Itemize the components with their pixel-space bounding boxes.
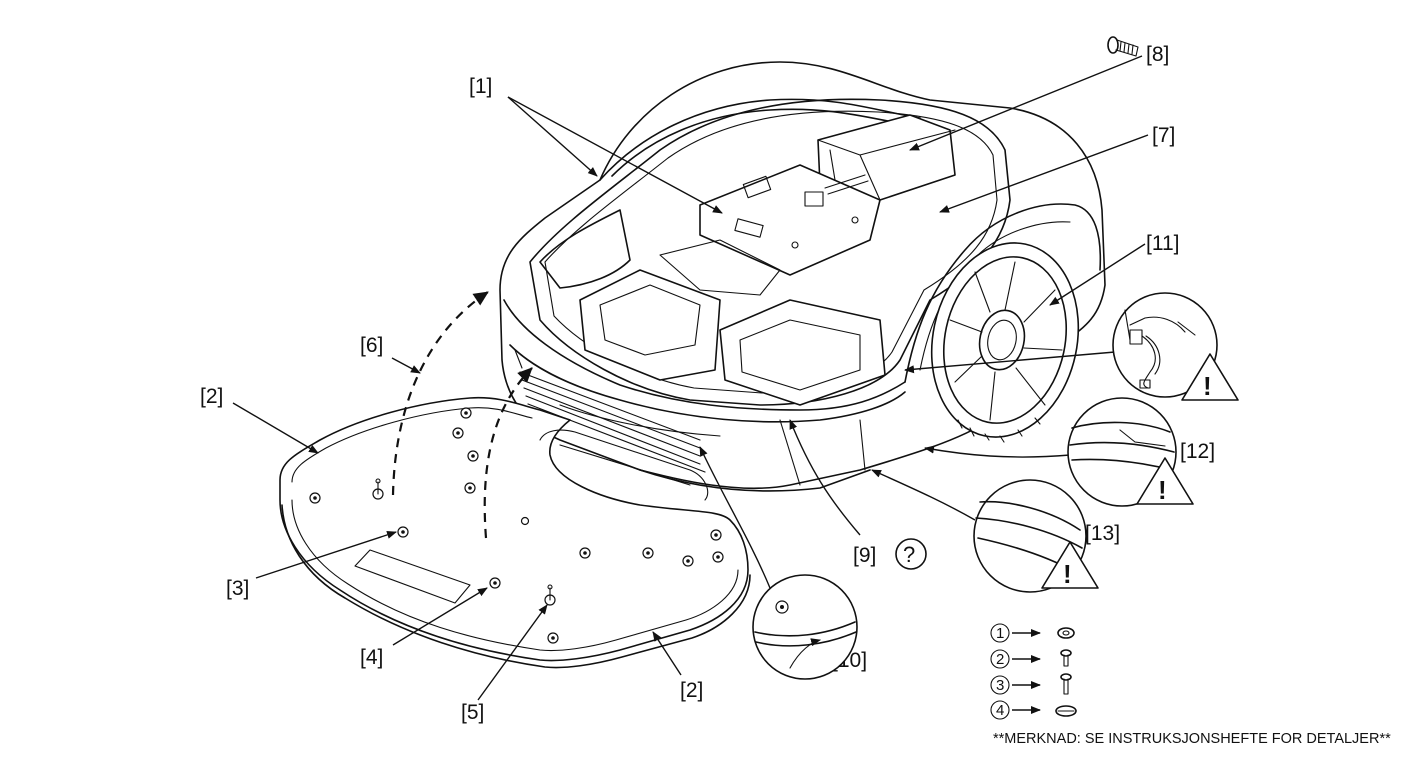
mounting-hole [710,529,722,541]
callout-13: [13] [1085,522,1120,545]
callout-1: [1] [469,75,492,98]
mounting-hole [642,547,654,559]
screw-8-icon [1107,36,1139,57]
callout-4: [4] [360,646,383,669]
legend-item-2: 2 [990,649,1072,669]
svg-text:4: 4 [996,702,1004,719]
screw-icon [1060,649,1072,667]
callout-7: [7] [1152,124,1175,147]
warning-triangle-icon: ! [1136,457,1194,505]
callout-2-bottom: [2] [680,679,703,702]
long-screw-icon [1060,673,1072,695]
mounting-hole [489,577,501,589]
mounting-hole [460,407,472,419]
mounting-hole [520,516,530,526]
warning-triangle-icon: ! [1041,541,1099,589]
callout-9: [9] [853,544,876,567]
callout-3: [3] [226,577,249,600]
svg-text:?: ? [903,542,915,567]
mounting-hole [547,632,559,644]
callout-5: [5] [461,701,484,724]
leader-lines [232,55,1149,701]
detail-edge-12 [1067,397,1177,507]
warning-triangle-icon: ! [1181,353,1239,401]
internal-components [579,114,956,406]
assembly-arrow-left [391,291,489,496]
callout-6: [6] [360,334,383,357]
washer-icon [1057,627,1075,639]
help-icon: ? [895,538,927,570]
callout-11: [11] [1146,232,1179,255]
wheel-spokes [949,261,1063,421]
plate-holes [309,407,724,644]
drive-motor-housing [579,239,781,381]
callout-8: [8] [1146,43,1169,66]
plate-screw [544,584,556,606]
parts-legend: 1 2 3 4 [990,623,1077,720]
svg-text:1: 1 [996,625,1004,642]
svg-text:!: ! [1063,559,1072,589]
battery-compartment [719,299,886,406]
instruction-note: **MERKNAD: SE INSTRUKSJONSHEFTE FOR DETA… [993,731,1391,747]
mounting-hole [397,526,409,538]
legend-item-4: 4 [990,700,1077,720]
mounting-hole [712,551,724,563]
mounting-hole [309,492,321,504]
detail-wiring [1112,292,1218,398]
callout-12: [12] [1180,440,1215,463]
svg-text:!: ! [1158,475,1167,505]
svg-text:2: 2 [996,651,1004,668]
svg-text:!: ! [1203,371,1212,401]
svg-text:3: 3 [996,677,1004,694]
flat-washer-icon [1055,705,1077,717]
assembly-arrow-right [483,367,533,539]
plate-screw [372,478,384,500]
mounting-hole [467,450,479,462]
detail-hole-10 [752,574,858,680]
callout-2-top: [2] [200,385,223,408]
legend-item-3: 3 [990,673,1072,695]
mounting-hole [682,555,694,567]
mounting-hole [464,482,476,494]
legend-item-1: 1 [990,623,1075,643]
mounting-hole [452,427,464,439]
bottom-plate [279,396,751,669]
circuit-board [699,164,881,276]
mounting-hole [579,547,591,559]
callout-labels: [1] [8] [7] [11] [6] [2] [12] [13] [9] [… [200,43,1215,724]
